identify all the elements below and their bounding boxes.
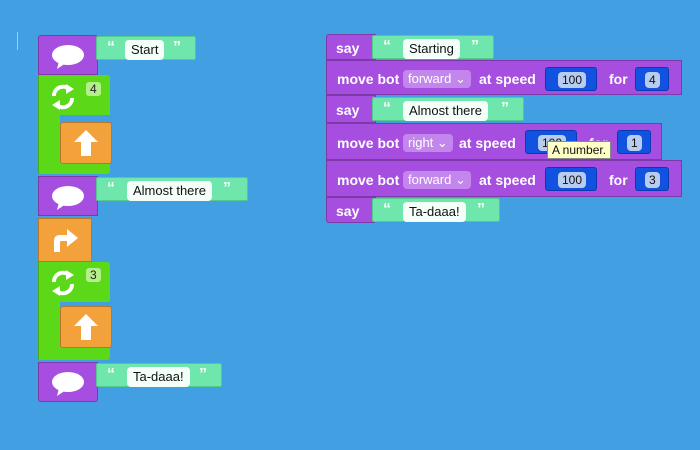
repeat-block-arm <box>38 115 60 165</box>
repeat-count[interactable]: 3 <box>86 268 101 282</box>
speed-number-block[interactable]: 100 <box>545 167 597 191</box>
for-label: for <box>609 71 628 87</box>
close-quote: ” <box>199 366 207 383</box>
open-quote: “ <box>107 366 115 383</box>
say-block[interactable]: say <box>326 34 376 60</box>
chevron-down-icon: ⌄ <box>454 172 466 187</box>
close-quote: ” <box>173 39 181 56</box>
repeat-block-arm <box>38 302 60 352</box>
text-field[interactable]: Almost there <box>127 181 212 201</box>
direction-dropdown[interactable]: right ⌄ <box>403 134 453 153</box>
chevron-down-icon: ⌄ <box>454 71 466 86</box>
move-bot-block[interactable]: move bot forward ⌄ at speed 100 for 4 <box>326 60 682 95</box>
open-quote: “ <box>107 180 115 197</box>
open-quote: “ <box>383 38 391 55</box>
turn-right-block[interactable] <box>38 218 92 262</box>
for-value[interactable]: 3 <box>645 172 660 189</box>
direction-dropdown[interactable]: forward ⌄ <box>403 171 471 190</box>
repeat-block-foot <box>38 346 110 360</box>
repeat-count[interactable]: 4 <box>86 82 101 96</box>
speed-label: at speed <box>459 135 516 151</box>
move-bot-block[interactable]: move bot right ⌄ at speed 100 for 1 <box>326 123 662 160</box>
text-block[interactable]: “ Ta-daaa! ” <box>96 363 222 387</box>
speech-bubble-icon <box>51 185 85 211</box>
chevron-down-icon: ⌄ <box>436 135 448 150</box>
direction-value: right <box>408 135 434 150</box>
say-block[interactable]: say <box>326 95 376 123</box>
direction-value: forward <box>408 172 452 187</box>
text-field[interactable]: Starting <box>403 39 460 59</box>
turn-right-arrow-icon <box>51 227 79 253</box>
say-label: say <box>336 40 360 56</box>
speed-value[interactable]: 100 <box>558 172 587 189</box>
text-field[interactable]: Ta-daaa! <box>127 367 190 387</box>
up-arrow-icon <box>73 313 99 341</box>
for-value[interactable]: 4 <box>645 72 660 89</box>
say-block[interactable] <box>38 176 98 216</box>
move-bot-label: move bot <box>337 135 400 151</box>
move-bot-label: move bot <box>337 71 400 87</box>
move-bot-label: move bot <box>337 172 400 188</box>
say-label: say <box>336 102 360 118</box>
open-quote: “ <box>107 39 115 56</box>
for-value[interactable]: 1 <box>627 135 642 152</box>
speed-label: at speed <box>479 71 536 87</box>
speed-value[interactable]: 100 <box>558 72 587 89</box>
text-field[interactable]: Almost there <box>403 101 488 121</box>
move-forward-block[interactable] <box>60 306 112 348</box>
close-quote: ” <box>223 180 231 197</box>
say-label: say <box>336 203 360 219</box>
for-number-block[interactable]: 3 <box>635 167 669 191</box>
for-number-block[interactable]: 1 <box>617 130 651 154</box>
text-block[interactable]: “ Start ” <box>96 36 196 60</box>
open-quote: “ <box>383 100 391 117</box>
speed-label: at speed <box>479 172 536 188</box>
repeat-arrows-icon <box>48 82 78 112</box>
text-cursor <box>17 32 18 50</box>
speed-number-block[interactable]: 100 <box>545 67 597 91</box>
close-quote: ” <box>477 201 485 218</box>
text-block[interactable]: “ Almost there ” <box>96 177 248 201</box>
speech-bubble-icon <box>51 371 85 397</box>
open-quote: “ <box>383 201 391 218</box>
close-quote: ” <box>471 38 479 55</box>
move-forward-block[interactable] <box>60 122 112 164</box>
text-field[interactable]: Ta-daaa! <box>403 202 466 222</box>
for-label: for <box>609 172 628 188</box>
direction-value: forward <box>408 71 452 86</box>
close-quote: ” <box>501 100 509 117</box>
up-arrow-icon <box>73 129 99 157</box>
text-field[interactable]: Start <box>125 40 165 60</box>
move-bot-block[interactable]: move bot forward ⌄ at speed 100 for 3 <box>326 160 682 197</box>
say-block[interactable] <box>38 35 98 75</box>
direction-dropdown[interactable]: forward ⌄ <box>403 70 471 89</box>
text-block[interactable]: “ Ta-daaa! ” <box>372 198 500 222</box>
for-number-block[interactable]: 4 <box>635 67 669 91</box>
text-block[interactable]: “ Almost there ” <box>372 97 524 121</box>
tooltip: A number. <box>547 141 612 159</box>
text-block[interactable]: “ Starting ” <box>372 35 494 59</box>
speech-bubble-icon <box>51 44 85 70</box>
say-block[interactable]: say <box>326 197 376 223</box>
repeat-arrows-icon <box>48 268 78 298</box>
say-block[interactable] <box>38 362 98 402</box>
